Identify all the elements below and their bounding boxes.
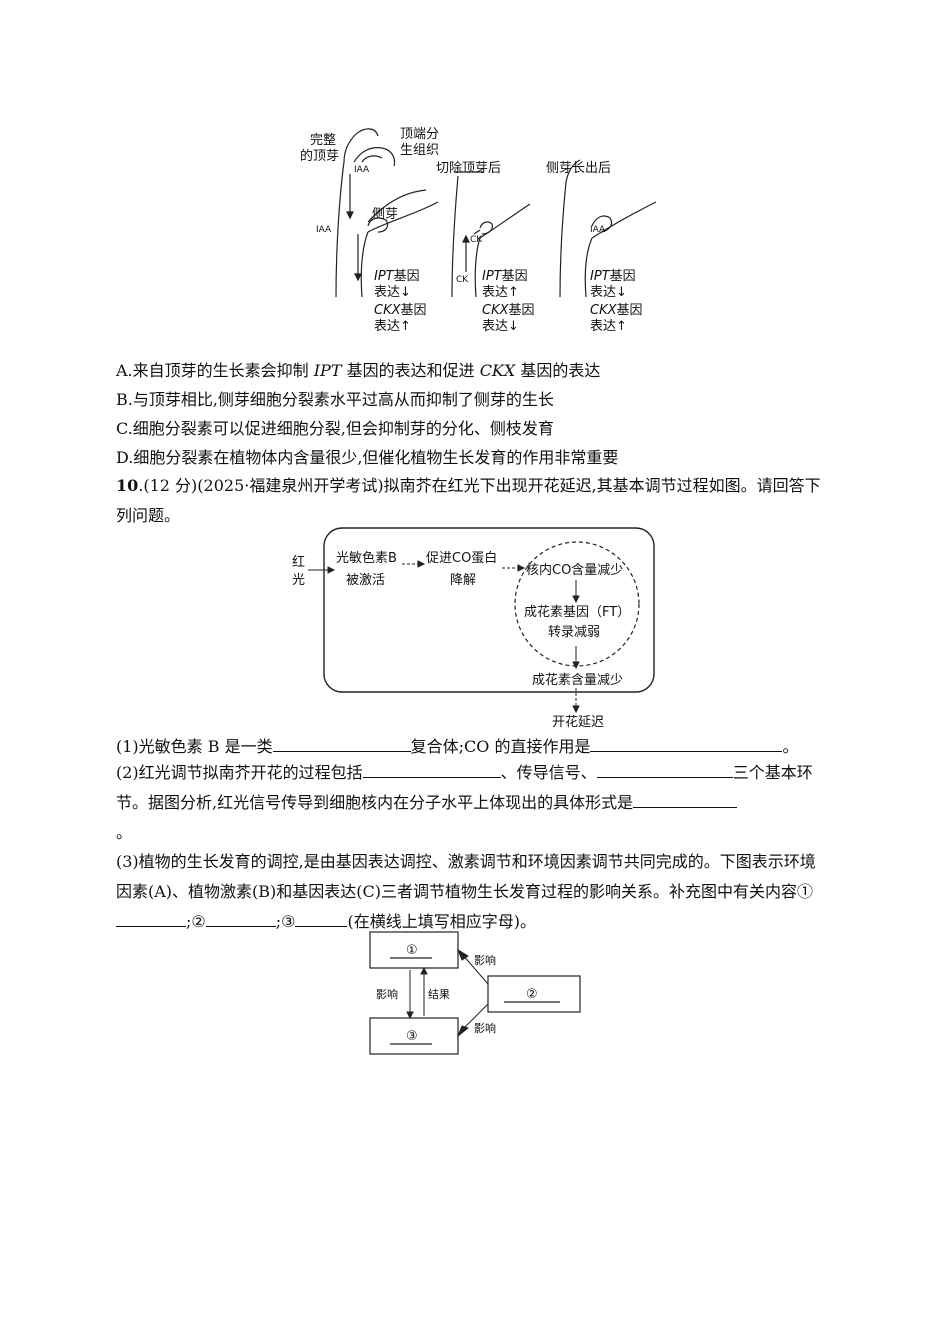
- stem-outline-right: [360, 231, 369, 298]
- gene-label-p1-ckx-expr: 表达↑: [374, 319, 411, 334]
- option-d: D.细胞分裂素在植物体内含量很少,但催化植物生长发育的作用非常重要: [116, 448, 619, 467]
- red-light-pathway-svg: 红 光 光敏色素B 被激活 促进CO蛋白 降解 核内CO含量减少 成花素基因（F…: [292, 527, 655, 730]
- answer-blank-3-2[interactable]: [205, 908, 276, 927]
- label-apical-meristem-2: 生组织: [400, 143, 439, 158]
- gene-label-p2-ipt-expr: 表达↑: [482, 285, 519, 300]
- label-red-light-1: 红: [292, 554, 305, 570]
- label-ft-gene-1: 成花素基因（FT）: [524, 604, 630, 620]
- gene-label-p1-ckx: CKX基因: [374, 303, 427, 318]
- answer-blank-3-1[interactable]: [116, 908, 186, 927]
- label-nucleus-co: 核内CO含量减少: [526, 562, 623, 578]
- label-iaa-mid: IAA: [316, 225, 332, 235]
- gene-label-p3-ipt: IPT基因: [590, 269, 636, 284]
- box-2: [487, 975, 581, 1013]
- meristem-inner: [361, 155, 383, 163]
- label-influence-left: 影响: [376, 988, 398, 1001]
- question-10-intro: 10.(12 分)(2025·福建泉州开学考试)拟南芥在红光下出现开花延迟,其基…: [116, 476, 821, 525]
- label-ft-gene-2: 转录减弱: [548, 625, 600, 640]
- answer-blank-2-1[interactable]: [362, 759, 501, 778]
- regulation-relationship-figure: ① ② ③ 影响 影响 影响 结果: [362, 928, 586, 1060]
- sub-question-1: (1)光敏色素 B 是一类复合体;CO 的直接作用是。: [116, 733, 798, 759]
- label-lateral-bud: 侧芽: [372, 207, 398, 222]
- label-florigen: 成花素含量减少: [532, 672, 623, 688]
- red-light-pathway-figure: 红 光 光敏色素B 被激活 促进CO蛋白 降解 核内CO含量减少 成花素基因（F…: [290, 522, 660, 732]
- label-iaa-top: IAA: [354, 165, 370, 175]
- answer-blank-1-1[interactable]: [272, 733, 411, 752]
- label-result: 结果: [428, 988, 450, 1001]
- label-photoreceptor-2: 被激活: [346, 573, 385, 588]
- label-co-degrade-1: 促进CO蛋白: [426, 550, 497, 566]
- label-after-cut: 切除顶芽后: [436, 161, 501, 176]
- apical-dominance-svg: 完整 的顶芽 顶端分 生组织 IAA IAA 侧芽 切除顶芽后 侧芽长出后 CK…: [300, 127, 657, 334]
- box-3-label: ③: [406, 1029, 418, 1044]
- label-influence-bottom: 影响: [474, 1022, 496, 1035]
- option-c: C.细胞分裂素可以促进细胞分裂,但会抑制芽的分化、侧枝发育: [116, 419, 554, 438]
- label-apical-meristem-1: 顶端分: [400, 127, 439, 142]
- sub-question-3: (3)植物的生长发育的调控,是由基因表达调控、激素调节和环境因素调节共同完成的。…: [116, 852, 816, 931]
- answer-blank-2-2[interactable]: [596, 759, 733, 778]
- lateral-bud-shape: [367, 217, 389, 233]
- option-a: A.来自顶芽的生长素会抑制 IPT 基因的表达和促进 CKX 基因的表达: [116, 361, 601, 380]
- answer-blank-2-3[interactable]: [633, 789, 738, 808]
- stem-outline-left: [335, 133, 357, 298]
- box-2-label: ②: [526, 987, 538, 1002]
- cell-outline: [323, 527, 655, 693]
- gene-label-p3-ckx: CKX基因: [590, 303, 643, 318]
- label-intact-bud-1: 完整: [310, 133, 336, 148]
- label-photoreceptor-1: 光敏色素B: [336, 550, 397, 566]
- answer-blank-1-2[interactable]: [590, 733, 783, 752]
- leaf-lower: [367, 201, 439, 233]
- label-co-degrade-2: 降解: [450, 573, 476, 588]
- leaf-upper: [367, 189, 427, 223]
- regulation-relationship-svg: ① ② ③ 影响 影响 影响 结果: [369, 931, 581, 1055]
- sub-question-2: (2)红光调节拟南芥开花的过程包括、传导信号、三个基本环节。据图分析,红光信号传…: [116, 758, 828, 848]
- gene-label-p1-ipt-expr: 表达↓: [374, 285, 411, 300]
- label-flowering-delay: 开花延迟: [552, 714, 604, 730]
- gene-label-p1-ipt: IPT基因: [374, 269, 420, 284]
- gene-label-p2-ipt: IPT基因: [482, 269, 528, 284]
- label-intact-bud-2: 的顶芽: [300, 148, 339, 164]
- gene-label-p2-ckx-expr: 表达↓: [482, 319, 519, 334]
- apical-dominance-figure: 完整 的顶芽 顶端分 生组织 IAA IAA 侧芽 切除顶芽后 侧芽长出后 CK…: [296, 122, 666, 342]
- label-influence-top: 影响: [474, 954, 496, 967]
- gene-label-p3-ipt-expr: 表达↓: [590, 285, 627, 300]
- label-after-lateral: 侧芽长出后: [546, 161, 611, 176]
- answer-blank-3-3[interactable]: [295, 908, 348, 927]
- meristem-arc: [353, 147, 396, 167]
- option-b: B.与顶芽相比,侧芽细胞分裂素水平过高从而抑制了侧芽的生长: [116, 390, 554, 409]
- label-ck-2: CK: [456, 275, 469, 285]
- label-red-light-2: 光: [292, 573, 305, 588]
- nucleus-outline: [514, 541, 640, 667]
- label-ck-1: CK: [470, 235, 483, 245]
- label-iaa-panel3: IAA: [590, 225, 606, 235]
- gene-label-p3-ckx-expr: 表达↑: [590, 319, 627, 334]
- box-1-label: ①: [406, 943, 418, 958]
- gene-label-p2-ckx: CKX基因: [482, 303, 535, 318]
- bud-tip-1: [355, 128, 379, 137]
